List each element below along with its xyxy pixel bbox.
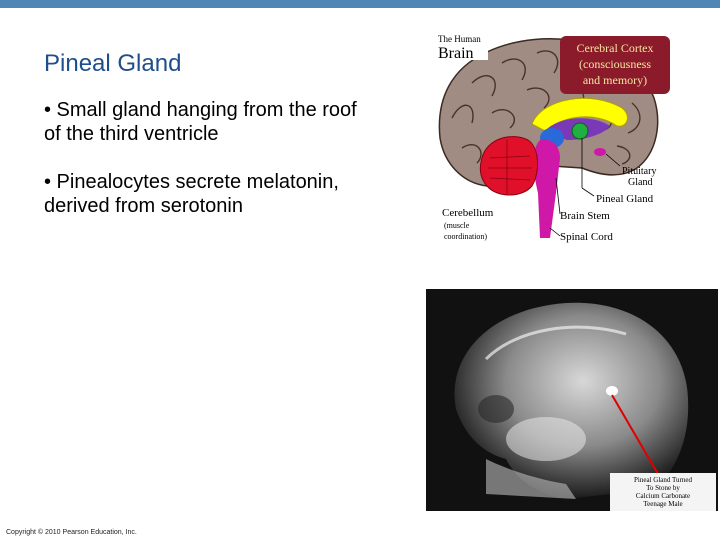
cerebellum-shape [479, 136, 538, 196]
slide-title: Pineal Gland [44, 50, 182, 77]
cerebellum-folds [488, 140, 532, 194]
cortex-label-box [560, 36, 670, 94]
heading-large: Brain [438, 45, 474, 62]
pituitary-label-line2: Gland [628, 177, 652, 188]
xray-caption-line4: Teenage Male [643, 500, 682, 508]
brainstem-label: Brain Stem [560, 210, 610, 222]
jaw [486, 459, 576, 499]
cerebellum-sub-label-line2: coordination) [444, 232, 487, 241]
xray-caption: Pineal Gland Turned [634, 476, 692, 484]
skull-base [506, 417, 586, 461]
heading-bg [436, 32, 488, 60]
spinal-cord-label: Spinal Cord [560, 231, 613, 243]
cerebellum-sub-label: (muscle [444, 221, 470, 230]
leader-lines [549, 138, 621, 237]
bullet-small-gland: • Small gland hanging from the roof of t… [44, 99, 357, 145]
pituitary-label: Pituitary [622, 166, 656, 177]
xray-caption-line2: To Stone by [646, 484, 680, 492]
bullet-pinealocytes: • Pinealocytes secrete melatonin, derive… [44, 171, 339, 217]
cortex-label-line2: (consciousness [579, 57, 651, 71]
xray-caption-box [610, 473, 716, 511]
skull-vault-line [484, 325, 627, 361]
brainstem-shape [533, 139, 560, 238]
skull-xray-image: Pineal Gland Turned To Stone by Calcium … [426, 289, 718, 511]
brain-diagram: Cerebral Cortex (consciousness and memor… [436, 32, 670, 243]
cerebellum-label: Cerebellum [442, 207, 494, 219]
xray-arrow [611, 394, 659, 475]
copyright-notice: Copyright © 2010 Pearson Education, Inc. [6, 529, 137, 536]
pituitary-shape [594, 148, 606, 156]
cortex-label-line3: and memory) [583, 73, 647, 87]
pineal-gland-shape [571, 122, 589, 140]
xray-caption-line3: Calcium Carbonate [636, 492, 690, 500]
calcified-pineal-spot [606, 386, 618, 396]
heading-small: The Human [438, 34, 481, 44]
top-accent-bar [0, 0, 720, 8]
cortex-label: Cerebral Cortex [577, 41, 654, 55]
orbit [478, 395, 514, 423]
pineal-label: Pineal Gland [596, 193, 654, 205]
